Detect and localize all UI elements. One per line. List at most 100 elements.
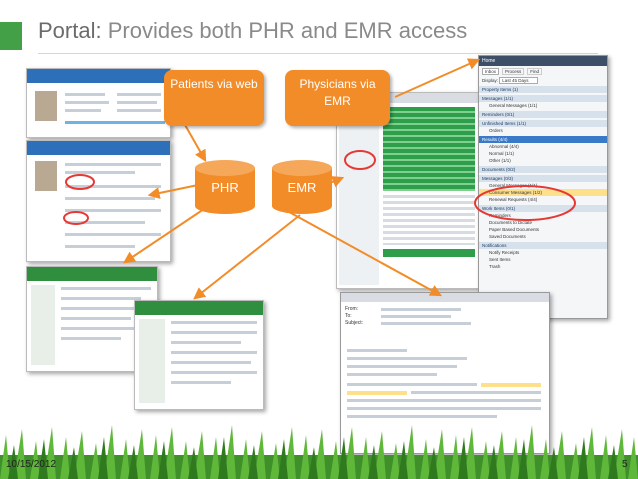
- display-select[interactable]: Last 45 Days: [499, 77, 538, 84]
- email-line: [347, 415, 497, 418]
- email-line: [347, 373, 437, 376]
- database-top: [195, 160, 255, 176]
- content-line: [65, 121, 165, 124]
- highlight-circle-inbox: [474, 185, 576, 221]
- inbox-section[interactable]: Work Items (0/1): [479, 205, 607, 212]
- tab-inbox[interactable]: Inbox: [482, 68, 500, 75]
- content-line: [65, 93, 105, 96]
- database-base: [195, 198, 255, 214]
- content-line: [171, 381, 231, 384]
- emr-toolbar: [337, 93, 479, 103]
- content-line: [117, 101, 157, 104]
- email-line: [347, 357, 467, 360]
- callout-physicians-via-emr: Physicians via EMR: [285, 70, 390, 126]
- patient-photo: [35, 161, 57, 191]
- content-line: [65, 185, 161, 188]
- emr-screenshot: [336, 92, 480, 289]
- arrow-emr-panel: [394, 58, 481, 98]
- content-line: [65, 245, 135, 248]
- emr-sidebar: [339, 107, 379, 285]
- inbox-item[interactable]: Trash: [489, 264, 501, 269]
- highlight-circle-phr-2: [63, 211, 89, 225]
- slide-page-number: 5: [622, 459, 628, 470]
- inbox-item[interactable]: Other (1/1): [489, 158, 511, 163]
- emr-database-label: EMR: [287, 180, 317, 195]
- display-row: Display: Last 45 Days: [479, 77, 607, 84]
- database-top: [272, 160, 332, 176]
- phr-green-screenshot-right: [134, 300, 264, 410]
- phr-screenshot-top: [26, 68, 171, 138]
- inbox-section[interactable]: Documents (0/2): [479, 166, 607, 173]
- highlight-circle-phr: [65, 174, 95, 190]
- inbox-item[interactable]: Saved Documents: [489, 234, 526, 239]
- phr-database: PHR: [195, 160, 255, 214]
- email-highlight: [481, 383, 541, 387]
- slide-date: 10/15/2012: [6, 459, 57, 470]
- database-base: [272, 198, 332, 214]
- inbox-item[interactable]: Notify Receipts: [489, 250, 520, 255]
- display-label: Display:: [482, 78, 499, 83]
- sidebar: [139, 319, 165, 403]
- content-line: [65, 233, 161, 236]
- email-subject-label: Subject:: [345, 320, 364, 326]
- inbox-section[interactable]: Messages (1/1): [479, 95, 607, 102]
- content-line: [65, 163, 161, 166]
- green-header: [27, 267, 157, 281]
- content-line: [117, 109, 161, 112]
- callout-patients-via-web: Patients via web: [164, 70, 264, 126]
- email-highlight: [347, 391, 407, 395]
- inbox-item[interactable]: Sent Items: [489, 257, 511, 262]
- inbox-section[interactable]: Reminders (0/1): [479, 111, 607, 118]
- arrow-emr-email: [279, 206, 443, 297]
- inbox-item-consumer-messages[interactable]: Consumer Messages (1/2): [479, 189, 607, 196]
- email-toolbar: [341, 293, 549, 302]
- inbox-item[interactable]: General Messages (1/1): [489, 103, 538, 108]
- content-line: [65, 209, 161, 212]
- inbox-item[interactable]: Paper Based Documents: [489, 227, 540, 232]
- sidebar: [31, 285, 55, 365]
- inbox-item[interactable]: Documents to Dictate: [489, 220, 533, 225]
- email-line: [381, 315, 451, 318]
- inbox-item[interactable]: Normal (1/1): [489, 151, 515, 156]
- email-from-label: From:: [345, 306, 359, 312]
- inbox-section-selected[interactable]: Results (4/4): [479, 136, 607, 143]
- inbox-item[interactable]: Abnormal (4/4): [489, 144, 519, 149]
- content-line: [65, 101, 109, 104]
- content-line: [61, 327, 151, 330]
- inbox-item[interactable]: Renewal Requests (4/4): [489, 197, 538, 202]
- content-line: [117, 93, 161, 96]
- arrow-emr-screen: [329, 176, 345, 188]
- inbox-section[interactable]: Property Items (1): [479, 86, 607, 93]
- email-line: [347, 399, 541, 402]
- inbox-item[interactable]: Reminders: [489, 213, 511, 218]
- emr-database: EMR: [272, 160, 332, 214]
- phr-header: [27, 69, 170, 83]
- phr-header: [27, 141, 170, 155]
- inbox-tabs: Inbox Process Find: [479, 66, 607, 77]
- green-header: [135, 301, 263, 315]
- inbox-section[interactable]: Notifications: [479, 242, 607, 249]
- content-line: [61, 287, 151, 290]
- phr-screenshot-main: [26, 140, 171, 262]
- tab-find[interactable]: Find: [527, 68, 543, 75]
- email-line: [381, 308, 461, 311]
- content-line: [171, 361, 251, 364]
- inbox-section[interactable]: Unfinished Items (1/1): [479, 120, 607, 127]
- content-line: [171, 331, 257, 334]
- emr-result-grid: [383, 107, 475, 191]
- content-line: [61, 307, 151, 310]
- slide-title: Portal: Provides both PHR and EMR access: [38, 18, 467, 44]
- title-rule: [38, 53, 598, 54]
- inbox-item[interactable]: Orders: [489, 128, 503, 133]
- email-line: [347, 407, 541, 410]
- inbox-header: Home: [479, 56, 607, 66]
- tab-process[interactable]: Process: [502, 68, 525, 75]
- inbox-section[interactable]: Messages (0/3): [479, 175, 607, 182]
- arrow-phr-green-2: [193, 214, 301, 300]
- email-line: [411, 391, 541, 394]
- content-line: [171, 321, 257, 324]
- email-to-label: To:: [345, 313, 352, 319]
- content-line: [171, 341, 241, 344]
- content-line: [61, 317, 131, 320]
